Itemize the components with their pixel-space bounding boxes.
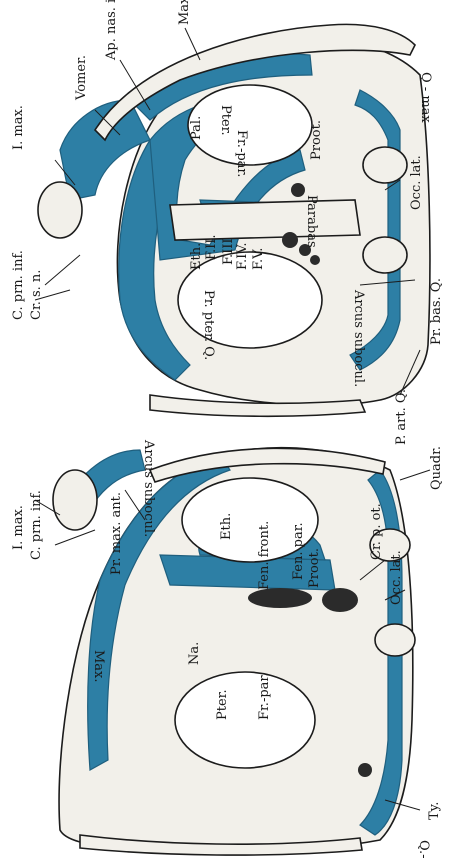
bottom-condyle-bottom [375,624,415,656]
label-bottom-proot: Proot. [307,548,322,588]
label-top-arcus-subocul: Arcus subocul. [351,289,366,387]
label-top-occ-lat: Occ. lat. [409,155,424,210]
top-condyle-right [363,147,407,183]
label-top-f-v: F.V. [251,248,266,270]
bottom-leader-quadr [400,470,430,480]
label-top-pr-pter-q: Pr. pter. Q. [201,290,216,360]
bottom-leader-c-prn [55,530,95,545]
label-bottom-fen-front: Fen. front. [257,521,272,590]
label-bottom-cr-p-ot: Cr. p. ot. [369,503,384,560]
label-bottom-i-max: I. max. [11,505,26,550]
label-top-q-max: Q - max [418,72,433,123]
top-skull-figure [35,24,430,416]
top-leader-c-prn [45,255,80,285]
label-top-ap-nas-int: Ap. nas. int. [104,0,119,61]
label-bottom-fen-par: Fen. par. [291,522,306,580]
label-top-proot: Proot. [309,120,324,160]
label-top-f-ii: F.II. [204,234,219,260]
top-condyle-left [363,237,407,273]
label-top-c-prn-inf: C. prn. inf. [11,250,26,320]
label-top-parabas: Parabas [304,195,319,248]
label-bottom-fr-par: Fr.-par. [257,673,272,720]
label-bottom-q-max: Q.-max. [416,840,431,859]
label-top-pr-bas-q: Pr. bas. Q. [429,278,444,345]
top-orbit-right [188,85,312,165]
label-bottom-quadr: Quadr. [429,446,444,490]
bottom-dark-spot [358,763,372,777]
label-bottom-na: Na. [187,642,202,665]
bottom-fen-par [322,588,358,612]
label-bottom-arcus-subocul: Arcus subocul. [141,439,156,537]
label-top-cr-s-n: Cr. s. n. [29,270,44,320]
top-foramen-3 [291,183,305,197]
label-top-eth: Eth. [189,243,204,270]
top-snout [38,182,82,238]
label-bottom-pr-max-ant: Pr. max. ant. [109,492,124,575]
label-bottom-c-prn-inf: C. prn. inf. [29,490,44,560]
label-top-pal: Pal. [189,116,204,140]
top-foramen-4 [310,255,320,265]
label-bottom-occ-lat: Occ. lat. [389,550,404,605]
label-top-max: Max. [177,0,192,25]
label-bottom-eth: Eth. [219,513,234,540]
label-top-f-iv: F.IV. [235,242,250,270]
bottom-orbit-left [175,672,315,768]
top-foramen-1 [282,232,298,248]
label-bottom-ty: Ty. [427,802,442,820]
bottom-snout [53,470,97,530]
label-top-p-art-q: P. art. Q. [394,389,409,445]
label-top-i-max: I. max. [11,105,26,150]
label-top-f-iii: F.III [221,238,236,265]
top-parasphenoid [170,200,360,240]
label-top-pter: Pter. [218,105,233,136]
bottom-fen-front [248,588,312,608]
label-bottom-max: Max. [91,650,106,683]
label-bottom-pter: Pter. [215,689,230,720]
label-top-vomer: Vomer. [74,55,89,101]
label-top-fr-par: Fr.-par. [234,130,249,177]
